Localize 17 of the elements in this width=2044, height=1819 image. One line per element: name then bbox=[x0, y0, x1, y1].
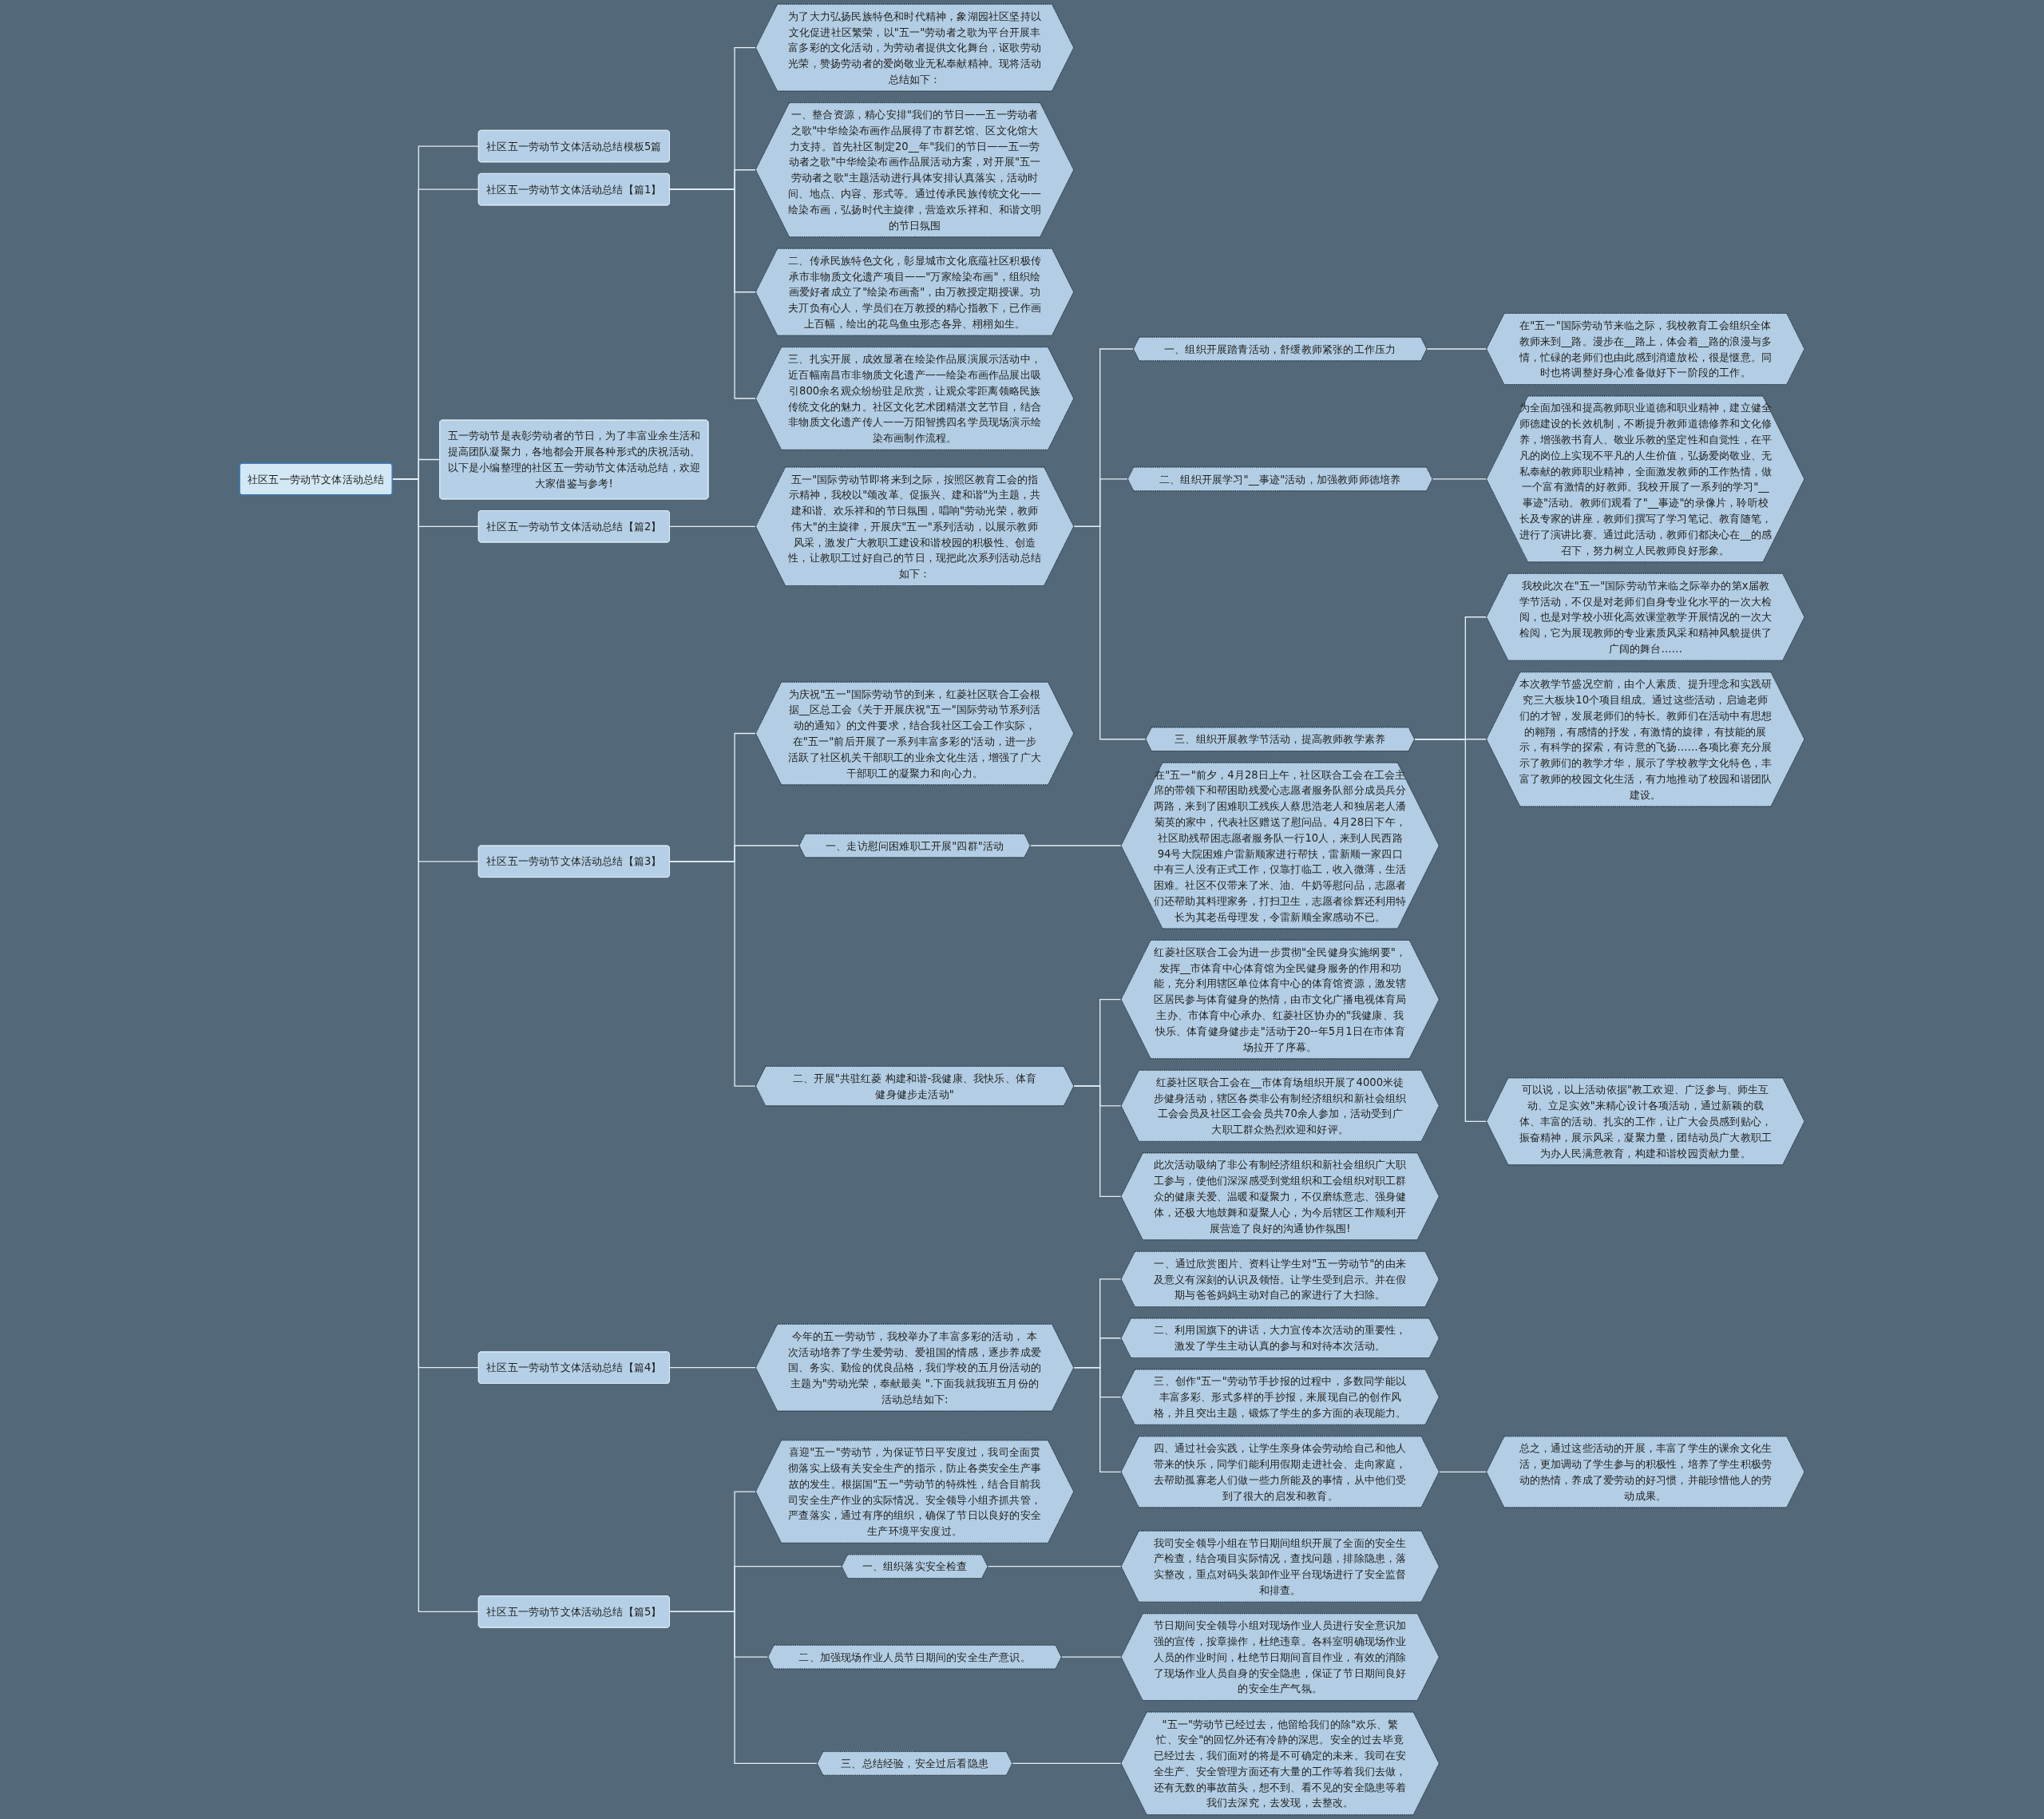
connector bbox=[668, 188, 757, 399]
connector bbox=[1073, 1085, 1122, 1197]
connector bbox=[668, 525, 757, 527]
connector bbox=[1073, 1367, 1122, 1472]
connector bbox=[1029, 845, 1122, 846]
connector bbox=[1012, 1762, 1122, 1765]
connector bbox=[1413, 739, 1487, 1122]
connector bbox=[1073, 525, 1147, 740]
connector bbox=[668, 861, 757, 1087]
connector bbox=[1432, 478, 1487, 480]
connector bbox=[668, 1611, 818, 1765]
connector bbox=[1438, 1471, 1487, 1472]
connector bbox=[668, 1367, 757, 1369]
connector bbox=[987, 1566, 1122, 1567]
connector bbox=[1426, 348, 1487, 350]
connector bbox=[391, 478, 479, 1613]
connector bbox=[1060, 1656, 1122, 1658]
